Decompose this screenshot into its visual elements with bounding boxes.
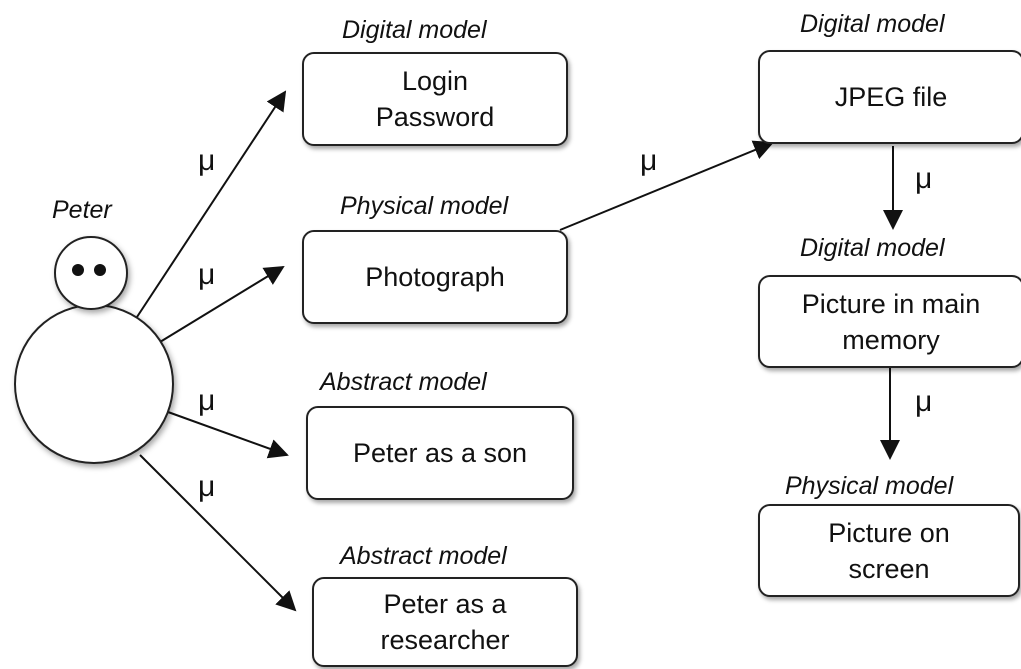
box-line: Peter as a — [383, 589, 507, 619]
box-line: Picture in main — [801, 288, 981, 319]
box-picture-in-memory: Picture in main memory — [758, 275, 1021, 368]
box-line: screen — [848, 553, 930, 584]
box-line: Photograph — [365, 262, 505, 292]
box-line: memory — [842, 324, 940, 355]
arrow-peter-to-photograph — [159, 265, 285, 343]
caption-jpeg: Digital model — [800, 10, 945, 38]
caption-screen: Physical model — [785, 472, 954, 500]
mu-label-son: μ — [198, 384, 216, 417]
mu-label-jpeg: μ — [640, 144, 658, 177]
box-peter-as-researcher: Peter as a researcher — [312, 577, 578, 667]
arrow-peter-to-son — [167, 411, 289, 459]
arrow-photograph-to-jpeg — [559, 140, 774, 231]
box-photograph: Photograph — [302, 230, 568, 324]
arrow-peter-to-researcher — [139, 454, 297, 612]
peter-body — [14, 304, 174, 464]
box-line: researcher — [380, 625, 510, 655]
mu-label-photograph: μ — [198, 258, 216, 291]
person-name: Peter — [52, 196, 112, 224]
caption-login: Digital model — [342, 16, 487, 44]
caption-photograph: Physical model — [340, 192, 509, 220]
peter-head — [54, 236, 128, 310]
box-login-password: Login Password — [302, 52, 568, 146]
mu-label-researcher: μ — [198, 470, 216, 503]
caption-memory: Digital model — [800, 234, 945, 262]
caption-researcher: Abstract model — [340, 542, 507, 570]
peter-eye-right — [94, 264, 106, 276]
mu-label-memory: μ — [915, 162, 933, 195]
arrow-peter-to-login — [134, 90, 287, 321]
box-line: Peter as a son — [352, 438, 528, 468]
mu-label-screen: μ — [915, 385, 933, 418]
box-line: Password — [375, 102, 495, 132]
box-line: Login — [401, 66, 469, 96]
box-line: JPEG file — [834, 82, 948, 112]
caption-son: Abstract model — [320, 368, 487, 396]
box-jpeg-file: JPEG file — [758, 50, 1021, 144]
box-line: Picture on — [828, 517, 950, 548]
mu-label-login: μ — [198, 144, 216, 177]
box-peter-as-son: Peter as a son — [306, 406, 574, 500]
peter-eye-left — [72, 264, 84, 276]
box-picture-on-screen: Picture on screen — [758, 504, 1020, 597]
peter-figure — [14, 236, 174, 464]
